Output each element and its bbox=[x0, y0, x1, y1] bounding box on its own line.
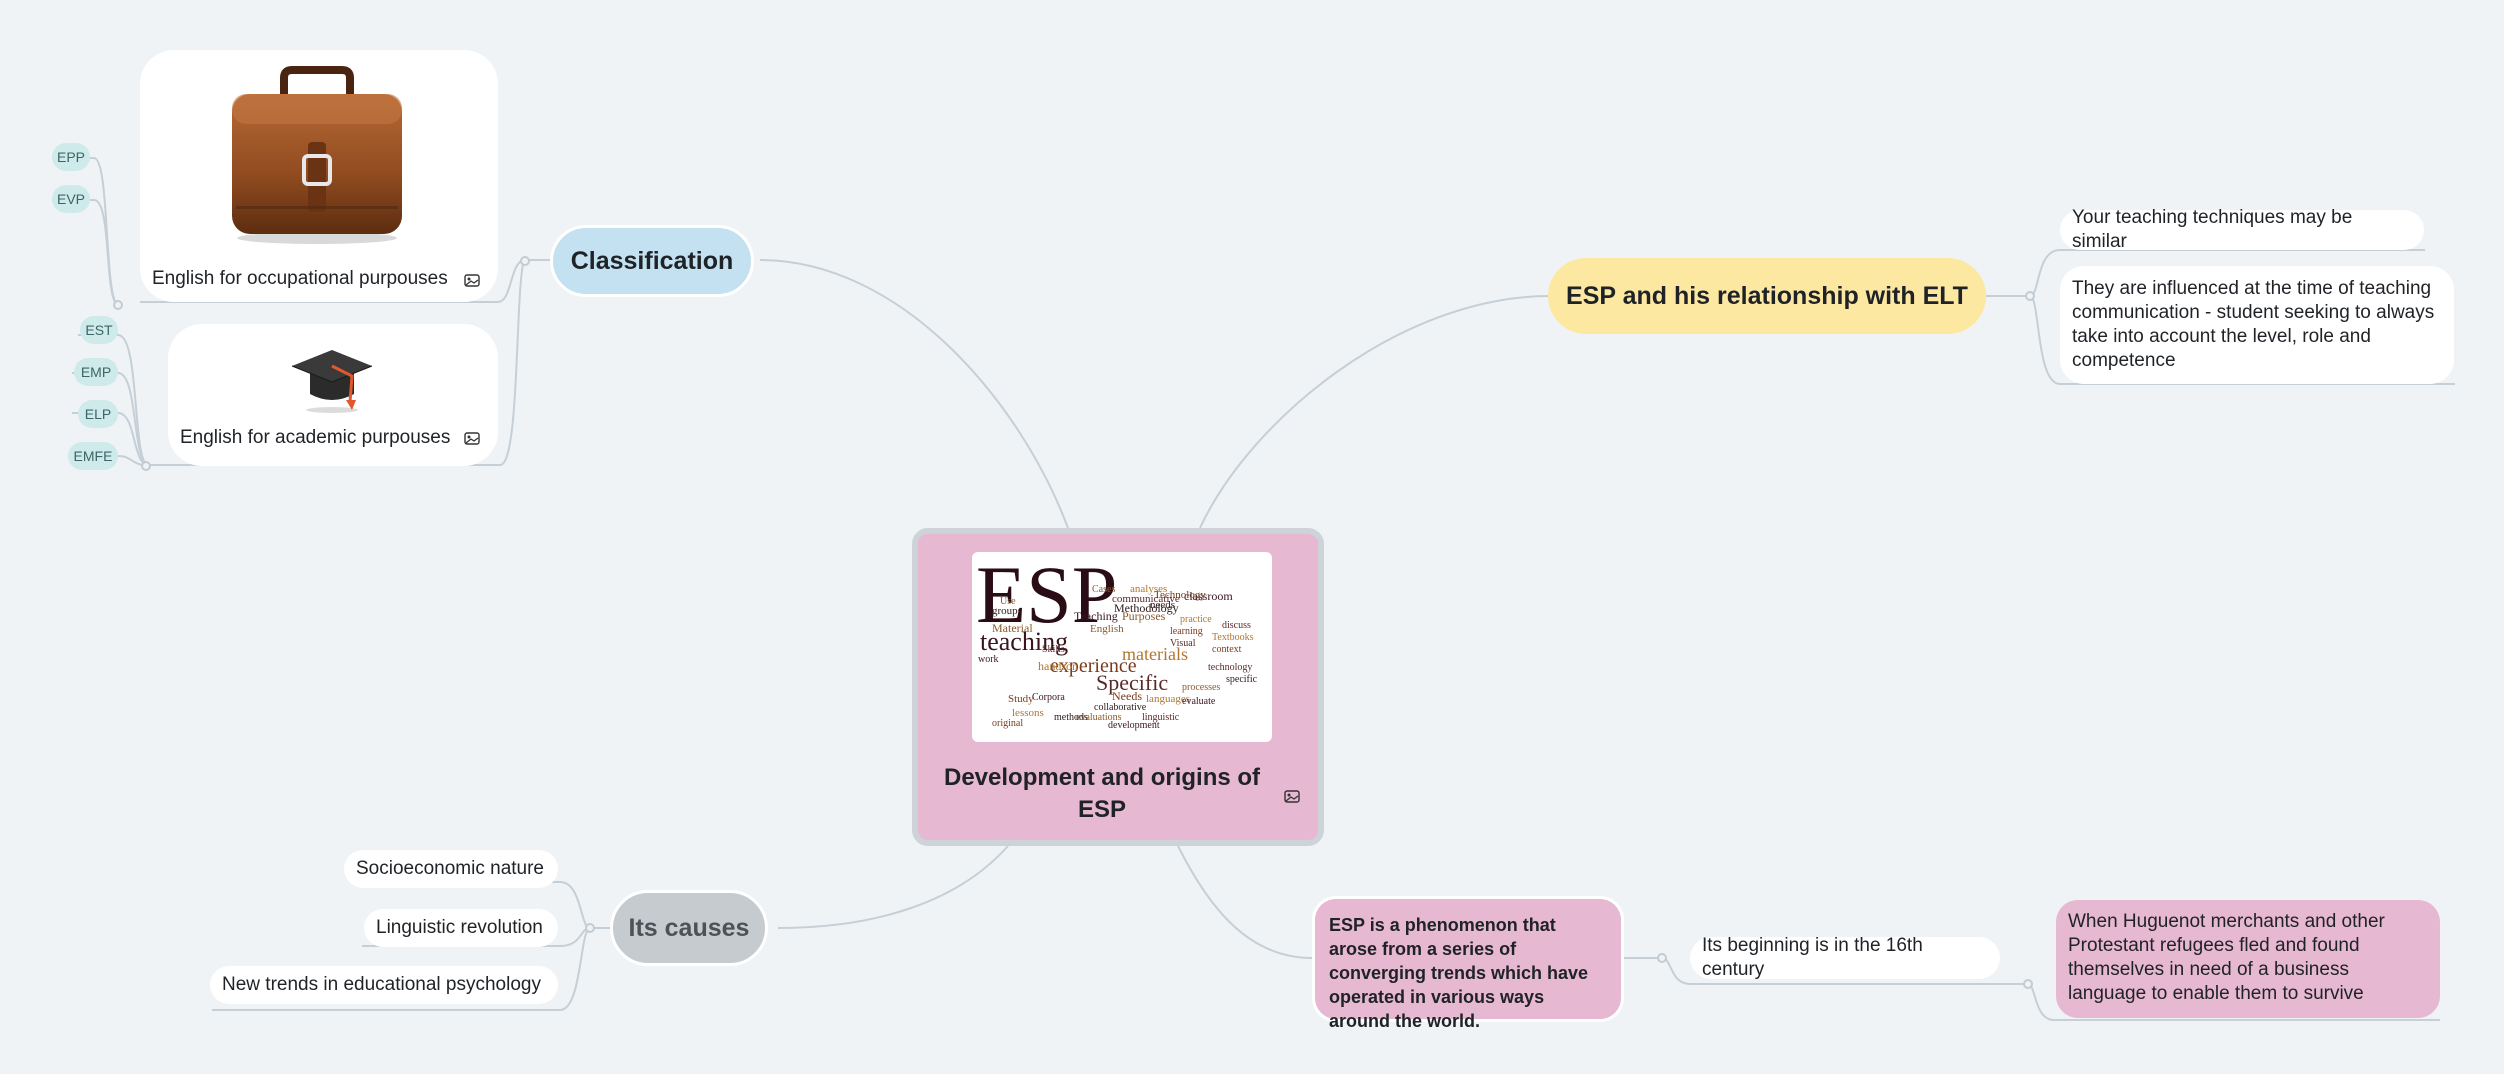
wordcloud-word: classroom bbox=[1184, 589, 1233, 603]
wordcloud-word: Needs bbox=[1112, 689, 1142, 703]
wordcloud-word: teaching bbox=[980, 627, 1068, 656]
wordcloud-word: English bbox=[1090, 623, 1124, 635]
wordcloud-word: communicative bbox=[1112, 593, 1180, 605]
central-title: Development and origins of ESP bbox=[943, 764, 1261, 823]
wordcloud-word: Textbooks bbox=[1212, 632, 1254, 643]
connector-dot bbox=[585, 923, 595, 933]
wordcloud-word: Cases bbox=[1092, 584, 1115, 595]
wordcloud-word: needs bbox=[1150, 599, 1175, 611]
wordcloud-word: Corpora bbox=[1032, 692, 1065, 703]
wordcloud-word: materials bbox=[1122, 644, 1188, 664]
academic-card[interactable]: English for academic purpouses bbox=[168, 324, 498, 466]
wordcloud-word: discuss bbox=[1222, 620, 1251, 631]
elt-topic[interactable]: ESP and his relationship with ELT bbox=[1548, 258, 1986, 334]
wordcloud-word: learning bbox=[1170, 626, 1203, 637]
wordcloud-word: Technology bbox=[1154, 589, 1206, 601]
wordcloud-word: Teaching bbox=[1074, 609, 1118, 623]
wordcloud-word: Skills bbox=[1042, 644, 1065, 655]
wordcloud-word: analyses bbox=[1130, 583, 1167, 595]
wordcloud-word: Use bbox=[1000, 596, 1016, 607]
wordcloud-word: groups bbox=[992, 605, 1022, 617]
wordcloud-word: Material bbox=[992, 621, 1033, 635]
wordcloud-word: practice bbox=[1180, 614, 1212, 625]
connector-dot bbox=[520, 256, 530, 266]
tag-elp[interactable]: ELP bbox=[78, 400, 118, 428]
occupational-label: English for occupational purpouses bbox=[152, 268, 448, 289]
connector-dot bbox=[2023, 979, 2033, 989]
classification-topic[interactable]: Classification bbox=[550, 225, 754, 297]
wordcloud-word: experience bbox=[1050, 655, 1137, 677]
wordcloud-word: evaluate bbox=[1182, 696, 1216, 707]
wordcloud-word: languages bbox=[1146, 693, 1190, 705]
causes-topic[interactable]: Its causes bbox=[610, 890, 768, 966]
elt-child-similar[interactable]: Your teaching techniques may be similar bbox=[2060, 207, 2424, 252]
wordcloud-word: context bbox=[1212, 644, 1242, 655]
phenomenon-grandchild-huguenot[interactable]: When Huguenot merchants and other Protes… bbox=[2056, 900, 2440, 1018]
briefcase-image bbox=[232, 66, 402, 244]
wordcloud-word: specific bbox=[1226, 674, 1258, 685]
cause-psychology[interactable]: New trends in educational psychology bbox=[210, 966, 558, 1004]
elt-child-influenced[interactable]: They are influenced at the time of teach… bbox=[2060, 266, 2454, 384]
occupational-card[interactable]: English for occupational purpouses bbox=[140, 50, 498, 302]
wordcloud-word: handson bbox=[1038, 659, 1078, 673]
image-icon[interactable] bbox=[464, 274, 480, 287]
image-icon[interactable] bbox=[1284, 790, 1300, 803]
image-icon[interactable] bbox=[464, 432, 480, 445]
wordcloud-word: processes bbox=[1182, 682, 1220, 693]
wordcloud-word: Specific bbox=[1096, 670, 1168, 695]
wordcloud-word: development bbox=[1108, 720, 1160, 731]
wordcloud-word: collaborative bbox=[1094, 702, 1147, 713]
wordcloud-word: technology bbox=[1208, 662, 1252, 673]
phenomenon-topic[interactable]: ESP is a phenomenon that arose from a se… bbox=[1312, 896, 1624, 1031]
wordcloud-word: work bbox=[978, 654, 999, 665]
cause-linguistic[interactable]: Linguistic revolution bbox=[364, 909, 558, 947]
wordcloud-word: linguistic bbox=[1142, 712, 1180, 723]
wordcloud-word: Study bbox=[1008, 693, 1034, 705]
tag-est[interactable]: EST bbox=[80, 316, 118, 344]
wordcloud-word: methods bbox=[1054, 712, 1088, 723]
tag-evp[interactable]: EVP bbox=[52, 185, 90, 213]
wordcloud-word: evaluations bbox=[1076, 712, 1122, 723]
connector-dot bbox=[113, 300, 123, 310]
connector-dot bbox=[1657, 953, 1667, 963]
cause-socioeconomic[interactable]: Socioeconomic nature bbox=[344, 850, 558, 888]
wordcloud-big-word: ESP bbox=[976, 552, 1117, 640]
wordcloud-word: Purposes bbox=[1122, 609, 1166, 623]
connector-dot bbox=[141, 461, 151, 471]
phenomenon-child-beginning[interactable]: Its beginning is in the 16th century bbox=[1690, 935, 2000, 980]
academic-label: English for academic purpouses bbox=[180, 427, 451, 448]
tag-emp[interactable]: EMP bbox=[74, 358, 118, 386]
connector-dot bbox=[2025, 291, 2035, 301]
wordcloud-word: Visual bbox=[1170, 638, 1196, 649]
wordcloud-word: Methodology bbox=[1114, 601, 1179, 615]
wordcloud-word: original bbox=[992, 718, 1023, 729]
graduation-cap-image bbox=[291, 350, 373, 413]
tag-emfe[interactable]: EMFE bbox=[68, 442, 118, 470]
tag-epp[interactable]: EPP bbox=[52, 143, 90, 171]
wordcloud-word: lessons bbox=[1012, 707, 1044, 719]
